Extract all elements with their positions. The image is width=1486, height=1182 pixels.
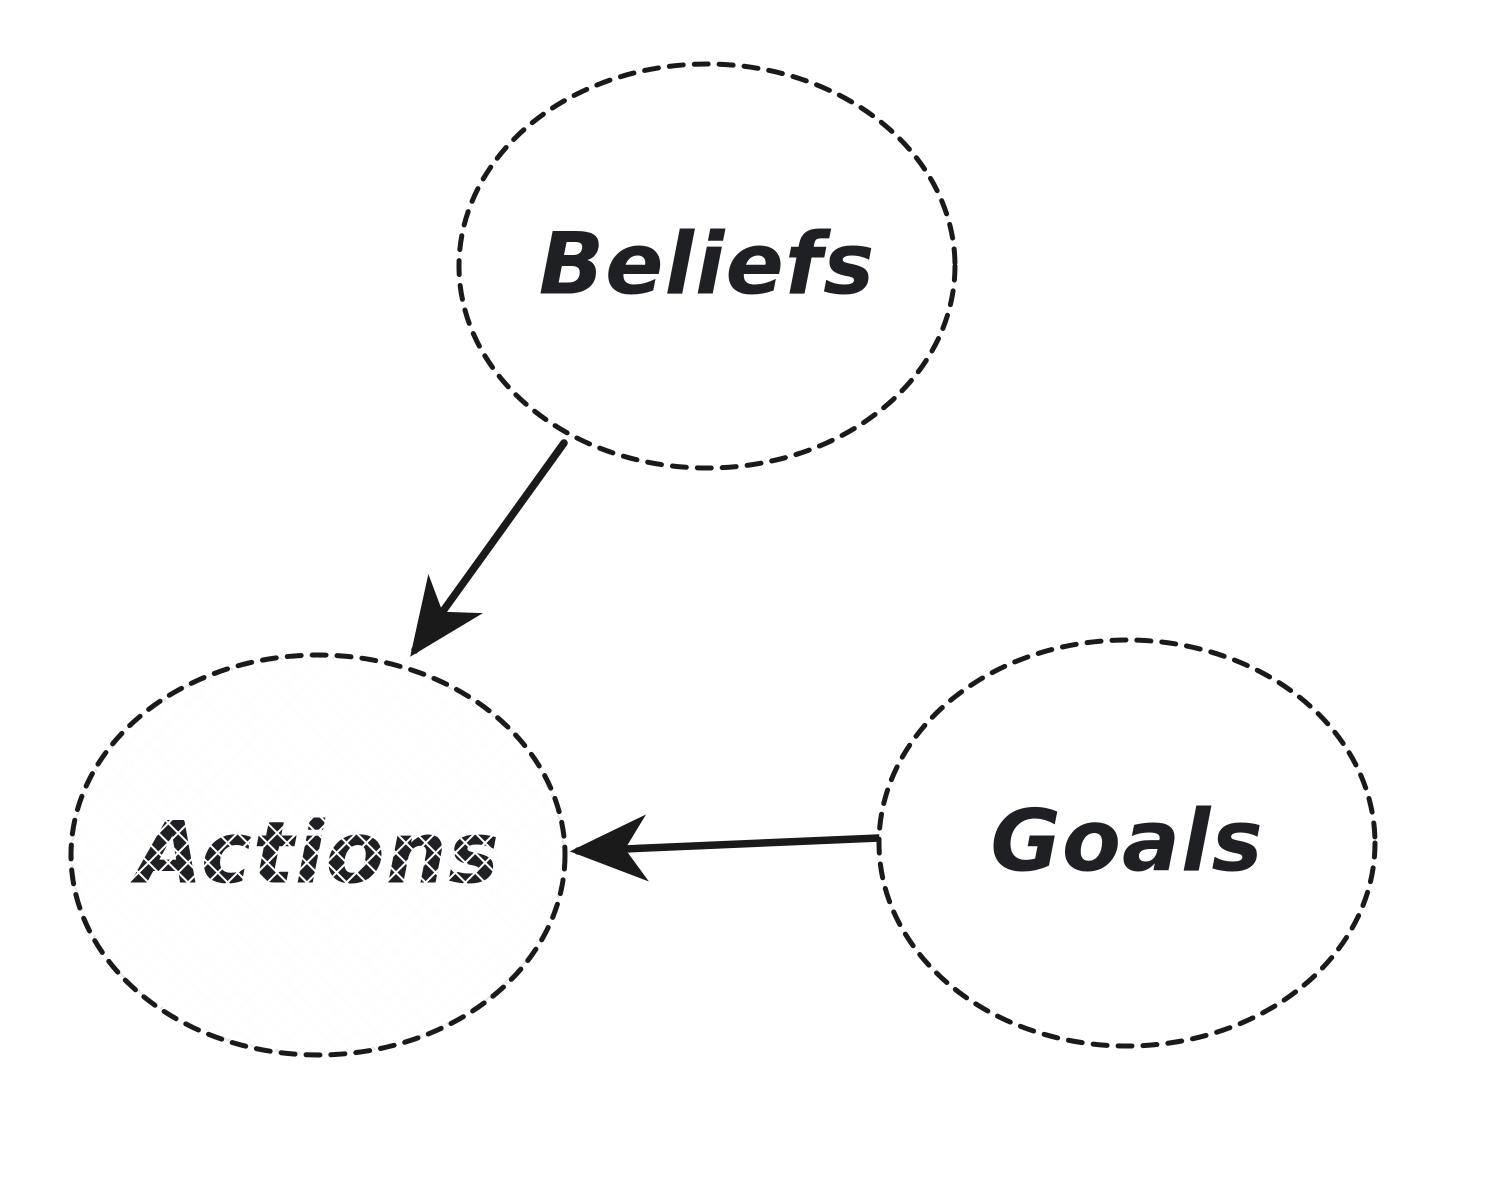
edge-line-goals-actions — [569, 814, 883, 882]
edge-goals-to-actions[interactable] — [569, 814, 883, 882]
node-goals-label: Goals — [990, 791, 1263, 891]
edge-layer — [410, 439, 883, 882]
edge-beliefs-to-actions[interactable] — [410, 439, 568, 657]
edge-line-beliefs-actions — [410, 439, 568, 657]
node-beliefs-shape[interactable] — [456, 61, 958, 471]
node-goals[interactable]: Goals — [876, 637, 1378, 1049]
node-actions[interactable]: Actions — [68, 652, 568, 1058]
node-goals-shape[interactable] — [876, 637, 1378, 1049]
node-beliefs[interactable]: Beliefs — [456, 61, 958, 471]
node-actions-label: Actions — [130, 803, 500, 903]
node-beliefs-label: Beliefs — [539, 214, 876, 314]
